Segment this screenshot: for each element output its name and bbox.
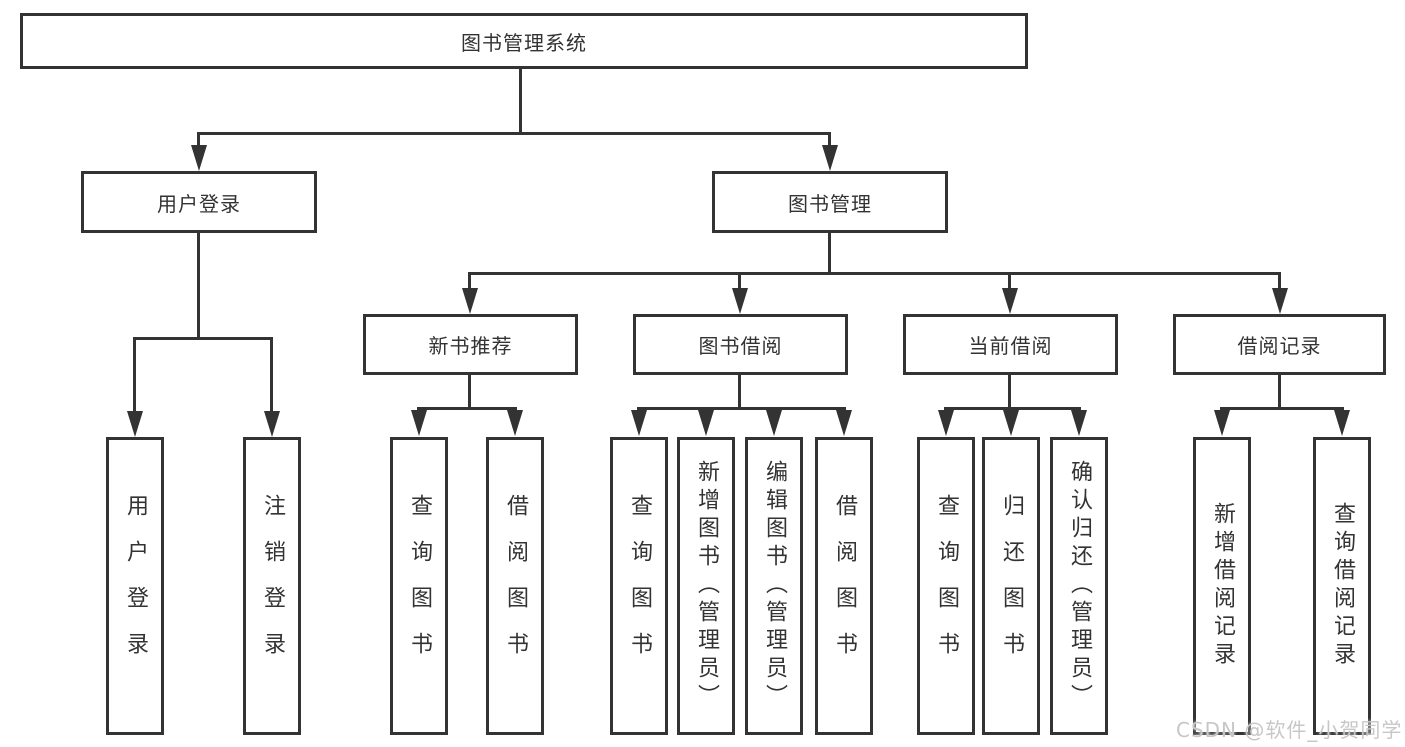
arrow-down-icon	[1334, 410, 1350, 436]
connector-line	[738, 375, 741, 408]
connector-line	[1278, 375, 1281, 408]
node-system-root: 图书管理系统	[20, 13, 1028, 69]
connector-line	[197, 132, 831, 135]
arrow-down-icon	[127, 411, 143, 437]
node-book-borrowing: 图书借阅	[633, 314, 848, 375]
connector-line	[270, 337, 273, 415]
arrow-down-icon	[698, 410, 714, 436]
connector-line	[197, 132, 200, 148]
connector-line	[417, 407, 517, 410]
connector-line	[944, 407, 1081, 410]
leaf-borrow-books: 借阅图书	[815, 437, 873, 735]
node-user-login: 用户登录	[81, 171, 317, 233]
arrow-down-icon	[836, 410, 852, 436]
arrow-down-icon	[732, 288, 748, 314]
connector-line	[1008, 272, 1011, 290]
leaf-logout: 注销登录	[243, 437, 301, 735]
arrow-down-icon	[822, 145, 838, 171]
leaf-query-borrow-record: 查询借阅记录	[1313, 437, 1371, 735]
leaf-borrow-books-recommend: 借阅图书	[486, 437, 544, 735]
arrow-down-icon	[1003, 410, 1019, 436]
connector-line	[519, 69, 522, 132]
arrow-down-icon	[1214, 410, 1230, 436]
leaf-query-books-current: 查询图书	[917, 437, 975, 735]
connector-line	[1278, 272, 1281, 290]
leaf-user-login: 用户登录	[106, 437, 164, 735]
arrow-down-icon	[411, 410, 427, 436]
connector-line	[133, 337, 273, 340]
leaf-query-books-borrow: 查询图书	[610, 437, 668, 735]
leaf-query-books-recommend: 查询图书	[390, 437, 448, 735]
connector-line	[828, 233, 831, 274]
leaf-confirm-return-admin: 确认归还（管理员）	[1050, 437, 1108, 735]
connector-line	[1008, 375, 1011, 408]
connector-line	[828, 132, 831, 148]
arrow-down-icon	[631, 410, 647, 436]
node-borrowing-records: 借阅记录	[1173, 314, 1386, 375]
arrow-down-icon	[1272, 288, 1288, 314]
arrow-down-icon	[462, 288, 478, 314]
leaf-add-books-admin: 新增图书（管理员）	[677, 437, 735, 735]
node-new-book-recommend: 新书推荐	[363, 314, 578, 375]
arrow-down-icon	[766, 410, 782, 436]
csdn-watermark: CSDN @软件_小贺同学	[1176, 718, 1403, 742]
arrow-down-icon	[1071, 410, 1087, 436]
arrow-down-icon	[938, 410, 954, 436]
leaf-edit-books-admin: 编辑图书（管理员）	[745, 437, 803, 735]
node-book-management: 图书管理	[712, 171, 948, 233]
arrow-down-icon	[264, 411, 280, 437]
connector-line	[468, 272, 1281, 275]
connector-line	[468, 272, 471, 290]
connector-line	[133, 337, 136, 415]
connector-line	[1220, 407, 1344, 410]
arrow-down-icon	[507, 410, 523, 436]
connector-line	[738, 272, 741, 290]
connector-line	[197, 233, 200, 339]
connector-line	[637, 407, 846, 410]
connector-line	[468, 375, 471, 408]
leaf-add-borrow-record: 新增借阅记录	[1193, 437, 1251, 735]
node-current-borrowing: 当前借阅	[903, 314, 1118, 375]
arrow-down-icon	[191, 145, 207, 171]
arrow-down-icon	[1002, 288, 1018, 314]
leaf-return-books: 归还图书	[982, 437, 1040, 735]
